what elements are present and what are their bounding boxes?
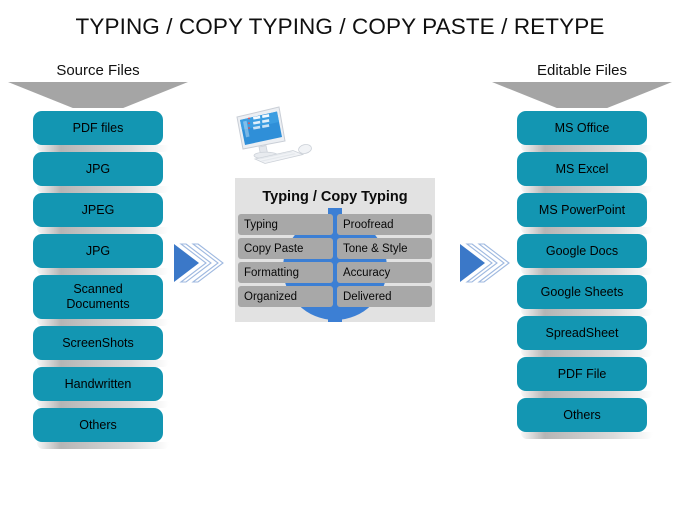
- source-file-item-7[interactable]: Others: [33, 408, 169, 449]
- pill-label: MS Office: [554, 120, 610, 135]
- process-item-0[interactable]: Typing: [238, 214, 333, 235]
- editable-file-item-5[interactable]: SpreadSheet: [517, 316, 653, 357]
- process-item-label: Delivered: [343, 290, 392, 303]
- process-item-4[interactable]: Formatting: [238, 262, 333, 283]
- editable-file-item-6[interactable]: PDF File: [517, 357, 653, 398]
- process-item-7[interactable]: Delivered: [337, 286, 432, 307]
- process-item-label: Tone & Style: [343, 242, 408, 255]
- pill-label: MS PowerPoint: [538, 202, 626, 217]
- pill-label: PDF files: [72, 120, 124, 135]
- page-title: TYPING / COPY TYPING / COPY PASTE / RETY…: [75, 14, 605, 39]
- left-flow-arrow: [172, 240, 224, 286]
- funnel-shape-right: [492, 82, 672, 108]
- funnel-shape-left: [8, 82, 188, 108]
- pill-label: MS Excel: [555, 161, 609, 176]
- process-item-label: Accuracy: [343, 266, 391, 279]
- editable-file-item-7[interactable]: Others: [517, 398, 653, 439]
- process-item-label: Typing: [244, 218, 278, 231]
- pill-label: PDF File: [557, 366, 607, 381]
- pill-label: SpreadSheet: [545, 325, 619, 340]
- source-file-item-3[interactable]: JPG: [33, 234, 169, 275]
- editable-file-item-0[interactable]: MS Office: [517, 111, 653, 152]
- pill-label: JPG: [85, 161, 111, 176]
- editable-files-label: Editable Files: [536, 62, 628, 79]
- right-arrow-icon: [174, 243, 224, 283]
- right-arrow-icon: [460, 243, 510, 283]
- process-item-label: Copy Paste: [244, 242, 304, 255]
- pill-label: Handwritten: [64, 376, 132, 391]
- source-file-item-6[interactable]: Handwritten: [33, 367, 169, 408]
- source-files-header: Source Files: [8, 62, 188, 108]
- process-item-label: Organized: [244, 290, 298, 303]
- editable-files-header: Editable Files: [492, 62, 672, 108]
- pill-label-line2: Documents: [66, 297, 130, 311]
- source-file-item-0[interactable]: PDF files: [33, 111, 169, 152]
- editable-file-item-1[interactable]: MS Excel: [517, 152, 653, 193]
- right-flow-arrow: [458, 240, 510, 286]
- source-file-item-2[interactable]: JPEG: [33, 193, 169, 234]
- process-item-1[interactable]: Proofread: [337, 214, 432, 235]
- process-item-label: Formatting: [244, 266, 299, 279]
- pill-label-line1: Scanned: [73, 282, 123, 296]
- editable-file-item-3[interactable]: Google Docs: [517, 234, 653, 275]
- source-file-item-5[interactable]: ScreenShots: [33, 326, 169, 367]
- pill-label: Others: [563, 407, 601, 422]
- mouse-icon: [298, 144, 312, 154]
- pill-label: ScreenShots: [62, 335, 134, 350]
- process-item-2[interactable]: Copy Paste: [238, 238, 333, 259]
- desktop-computer-illustration: [233, 103, 319, 169]
- pill-label: Others: [79, 417, 117, 432]
- process-item-label: Proofread: [343, 218, 394, 231]
- process-item-5[interactable]: Accuracy: [337, 262, 432, 283]
- process-item-3[interactable]: Tone & Style: [337, 238, 432, 259]
- source-files-label: Source Files: [56, 62, 140, 79]
- pill-label: Google Docs: [545, 243, 619, 258]
- pill-label: Google Sheets: [540, 284, 624, 299]
- pill-label: JPEG: [81, 202, 115, 217]
- desktop-computer-icon: [236, 106, 312, 164]
- editable-file-item-2[interactable]: MS PowerPoint: [517, 193, 653, 234]
- center-panel-title: Typing / Copy Typing: [262, 189, 408, 205]
- pill-label: JPG: [85, 243, 111, 258]
- editable-file-item-4[interactable]: Google Sheets: [517, 275, 653, 316]
- process-item-6[interactable]: Organized: [238, 286, 333, 307]
- source-file-item-1[interactable]: JPG: [33, 152, 169, 193]
